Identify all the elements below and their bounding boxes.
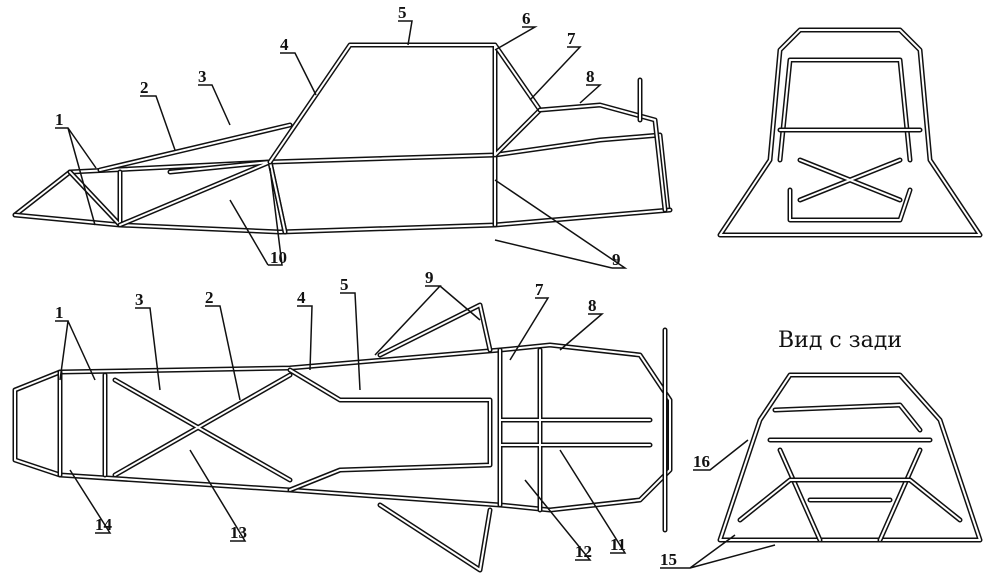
frame-tube bbox=[119, 161, 286, 233]
frame-tube bbox=[779, 59, 911, 221]
frame-tube bbox=[14, 344, 671, 511]
frame-tube bbox=[289, 369, 491, 491]
leader-lines bbox=[55, 20, 776, 569]
frame-tube bbox=[777, 127, 923, 203]
frame-tube bbox=[739, 479, 961, 521]
side-view-frame bbox=[12, 27, 983, 573]
frame-tube bbox=[69, 154, 496, 233]
label-9: 9 bbox=[425, 268, 434, 287]
frame-tube bbox=[99, 104, 666, 211]
frame-tube bbox=[719, 374, 981, 541]
rear-view-caption: Вид с зади bbox=[778, 328, 902, 353]
label-4: 4 bbox=[297, 288, 306, 307]
frame-tube bbox=[57, 369, 293, 483]
label-5: 5 bbox=[340, 275, 349, 294]
frame-tube bbox=[499, 349, 651, 511]
label-5: 5 bbox=[398, 3, 407, 22]
frame-tube bbox=[377, 302, 493, 573]
frame-tube bbox=[12, 342, 673, 513]
label-4: 4 bbox=[280, 35, 289, 54]
label-10: 10 bbox=[270, 248, 287, 267]
frame-tube bbox=[717, 372, 983, 543]
label-2: 2 bbox=[205, 288, 214, 307]
label-7: 7 bbox=[567, 29, 576, 48]
label-7: 7 bbox=[535, 280, 544, 299]
rear-view-labels: Вид с зади 16 15 bbox=[660, 328, 902, 569]
label-3: 3 bbox=[198, 67, 207, 86]
frame-tube bbox=[769, 404, 931, 541]
frame-tube bbox=[767, 402, 933, 543]
label-6: 6 bbox=[522, 9, 531, 28]
label-8: 8 bbox=[586, 67, 595, 86]
label-9: 9 bbox=[612, 250, 621, 269]
frame-tube bbox=[12, 132, 671, 218]
frame-tube bbox=[779, 129, 921, 201]
frame-tube bbox=[719, 29, 981, 236]
side-view-labels: 1 2 3 4 5 6 7 8 10 9 bbox=[55, 3, 621, 269]
label-3: 3 bbox=[135, 290, 144, 309]
frame-tube bbox=[59, 371, 291, 481]
label-2: 2 bbox=[140, 78, 149, 97]
label-1: 1 bbox=[55, 110, 64, 129]
label-16: 16 bbox=[693, 452, 710, 471]
label-15: 15 bbox=[660, 550, 677, 569]
frame-tube bbox=[117, 159, 288, 235]
label-1: 1 bbox=[55, 303, 64, 322]
frame-tube bbox=[14, 134, 669, 216]
frame-tube bbox=[379, 304, 491, 571]
label-8: 8 bbox=[588, 296, 597, 315]
frame-tube bbox=[497, 347, 653, 513]
frame-tube bbox=[269, 44, 541, 163]
